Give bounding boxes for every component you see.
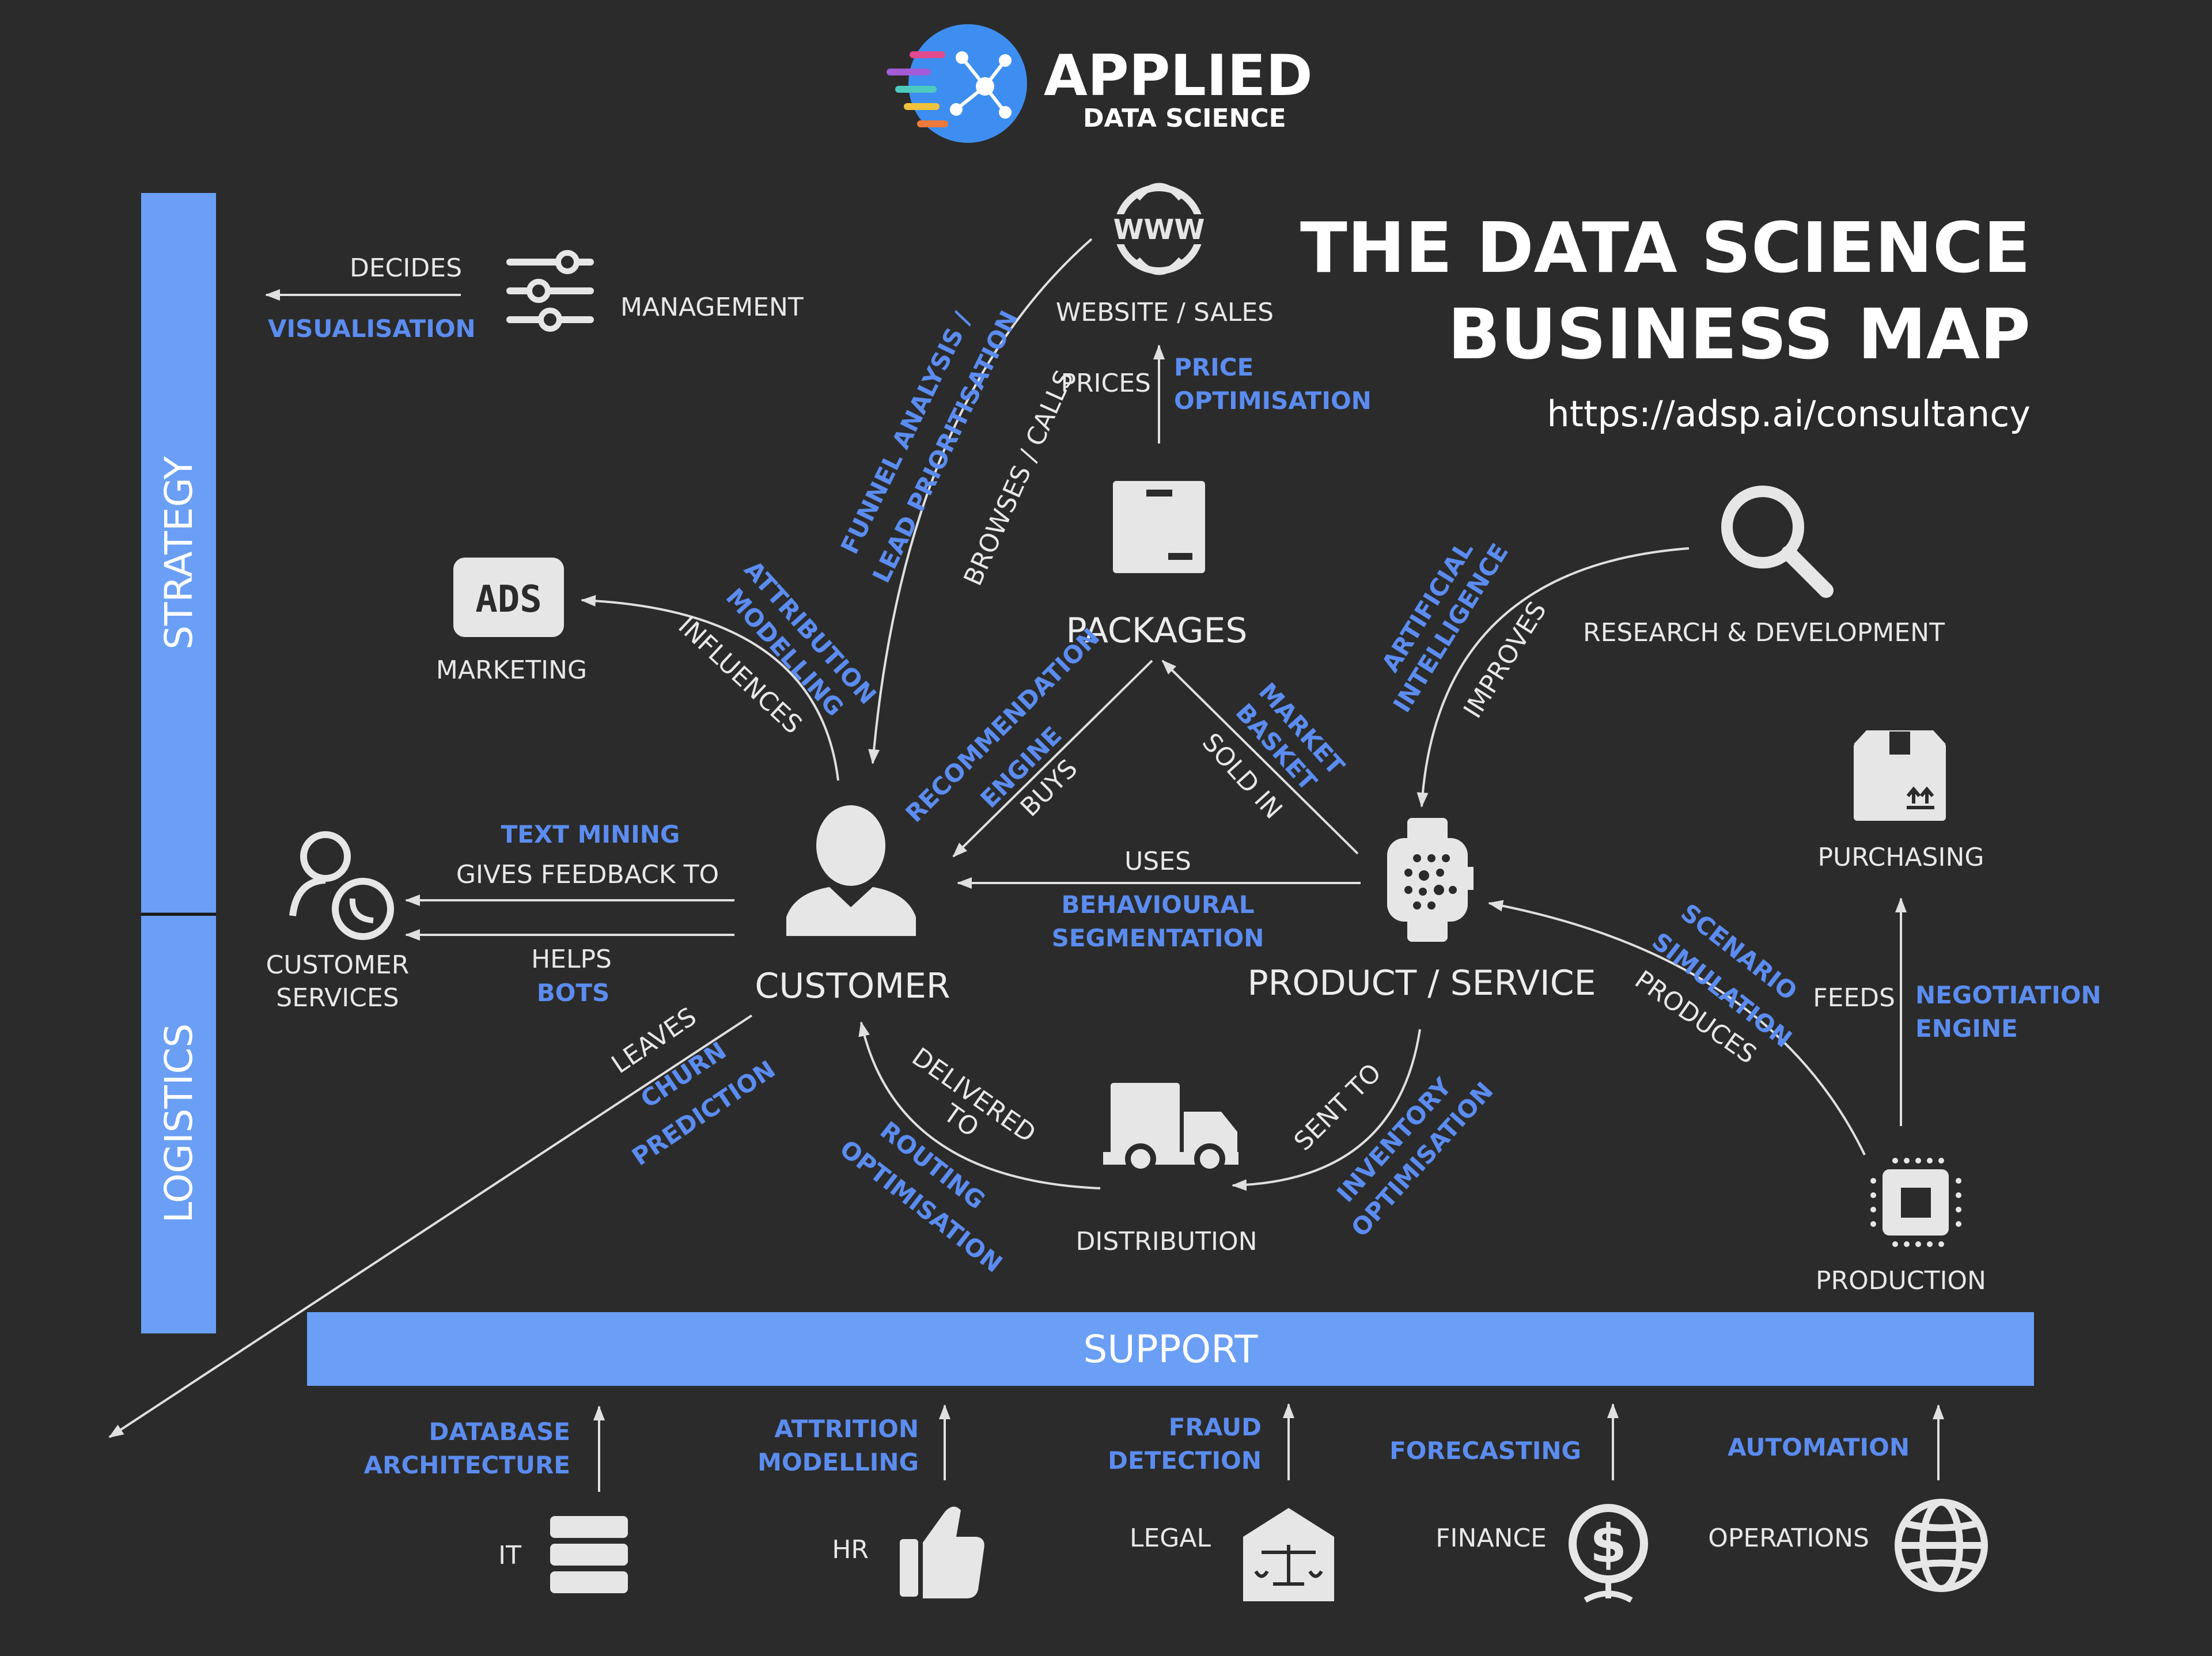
behavioural-segmentation-label-2: SEGMENTATION [1052, 924, 1264, 952]
forecasting-label: FORECASTING [1389, 1437, 1581, 1465]
page-title-line-2: BUSINESS MAP [1448, 295, 2031, 375]
fraud-detection-label-1: FRAUD [1169, 1413, 1262, 1441]
produces-arrow [1488, 900, 1866, 1155]
logo-speed-lines [887, 51, 948, 127]
gives-feedback-label: GIVES FEEDBACK TO [456, 860, 719, 889]
brand-logo: APPLIED DATA SCIENCE [887, 24, 1313, 143]
text-mining-label: TEXT MINING [501, 820, 680, 848]
delivered-to-arrow [858, 1021, 1101, 1189]
server-icon [550, 1516, 628, 1593]
customer-person-icon [786, 805, 916, 936]
decides-label: DECIDES [350, 253, 462, 283]
packages-label: PACKAGES [1066, 611, 1248, 651]
chip-icon [1870, 1158, 1961, 1247]
sold-in-arrow [1161, 660, 1359, 855]
ads-icon: ADS [453, 558, 564, 637]
database-architecture-label-1: DATABASE [429, 1418, 570, 1446]
brand-name: APPLIED [1044, 43, 1313, 109]
attrition-modelling-label-1: ATTRITION [774, 1415, 919, 1443]
management-label: MANAGEMENT [620, 293, 804, 322]
brand-subtitle: DATA SCIENCE [1083, 104, 1286, 133]
helps-label: HELPS [531, 945, 612, 974]
truck-icon [1103, 1083, 1238, 1174]
support-bar [307, 1312, 2034, 1386]
behavioural-segmentation-label-1: BEHAVIOURAL [1061, 890, 1254, 919]
negotiation-engine-label-1: NEGOTIATION [1915, 981, 2101, 1009]
uses-label: USES [1124, 847, 1191, 876]
browses-calls-arrow [868, 238, 1093, 764]
operations-label: OPERATIONS [1708, 1524, 1869, 1553]
sent-to-label: SENT TO [1289, 1058, 1387, 1157]
package-box-icon [1113, 481, 1205, 573]
strategy-bar [141, 193, 216, 913]
dollar-plant-icon: $ [1569, 1504, 1648, 1603]
svg-text:$: $ [1590, 1513, 1627, 1575]
logistics-label: LOGISTICS [157, 1024, 201, 1223]
smartwatch-icon [1387, 818, 1474, 942]
feeds-label: FEEDS [1813, 983, 1895, 1013]
buys-arrow [952, 660, 1153, 858]
research-development-label: RESEARCH & DEVELOPMENT [1583, 618, 1945, 647]
fraud-detection-label-2: DETECTION [1108, 1446, 1262, 1475]
bots-label: BOTS [537, 979, 610, 1007]
website-sales-label: WEBSITE / SALES [1056, 298, 1274, 327]
page-url: https://adsp.ai/consultancy [1547, 393, 2031, 435]
automation-label: AUTOMATION [1728, 1433, 1910, 1461]
attrition-modelling-label-2: MODELLING [757, 1448, 919, 1476]
hr-label: HR [832, 1535, 869, 1564]
customer-services-icon [289, 831, 394, 940]
www-text: WWW [1113, 214, 1205, 246]
purchasing-box-icon [1854, 730, 1946, 821]
purchasing-label: PURCHASING [1818, 843, 1984, 872]
strategy-label: STRATEGY [157, 456, 201, 650]
customer-label: CUSTOMER [755, 966, 950, 1006]
logistics-bar [141, 916, 216, 1333]
ads-text: ADS [475, 578, 542, 621]
database-architecture-label-2: ARCHITECTURE [364, 1451, 570, 1479]
www-globe-icon: WWW [1109, 183, 1210, 275]
magnifier-icon [1721, 486, 1834, 598]
price-optimisation-label-2: OPTIMISATION [1174, 386, 1372, 415]
negotiation-engine-label-2: ENGINE [1915, 1014, 2018, 1043]
it-label: IT [498, 1541, 521, 1570]
scales-icon [1243, 1508, 1334, 1601]
page-title-line-1: THE DATA SCIENCE [1300, 209, 2031, 289]
thumbs-up-icon [900, 1506, 984, 1598]
finance-label: FINANCE [1435, 1524, 1547, 1553]
support-label: SUPPORT [1083, 1327, 1258, 1371]
price-optimisation-label-1: PRICE [1174, 353, 1253, 381]
customer-services-label-1: CUSTOMER [266, 950, 410, 980]
customer-services-label-2: SERVICES [276, 983, 399, 1013]
globe-icon [1895, 1499, 1988, 1592]
prices-label: PRICES [1060, 369, 1151, 398]
production-label: PRODUCTION [1816, 1266, 1986, 1295]
marketing-label: MARKETING [436, 655, 587, 685]
distribution-label: DISTRIBUTION [1075, 1227, 1257, 1256]
influences-arrow [581, 595, 839, 781]
improves-arrow [1416, 547, 1690, 808]
sent-to-arrow [1232, 1029, 1421, 1191]
visualisation-label: VISUALISATION [268, 314, 476, 343]
sliders-icon [506, 250, 594, 332]
logo-network-lines [955, 56, 1007, 113]
product-service-label: PRODUCT / SERVICE [1247, 963, 1596, 1003]
legal-label: LEGAL [1130, 1524, 1211, 1553]
leaves-arrow [108, 1014, 753, 1438]
